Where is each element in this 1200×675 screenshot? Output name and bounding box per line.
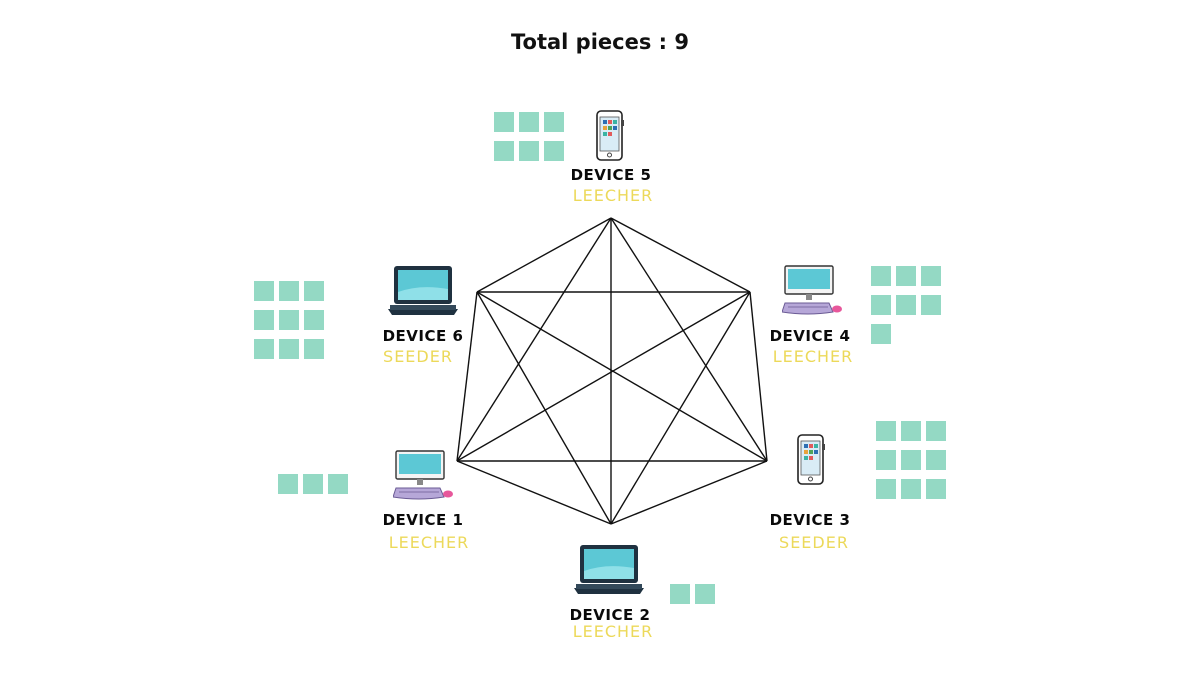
connection-line xyxy=(749,291,768,462)
piece-block xyxy=(921,295,941,315)
connection-line xyxy=(476,217,612,293)
piece-block xyxy=(926,421,946,441)
piece-block xyxy=(901,450,921,470)
device-1-name: DEVICE 1 xyxy=(382,511,464,529)
piece-block xyxy=(303,474,323,494)
piece-block xyxy=(896,266,916,286)
connection-line xyxy=(476,291,768,462)
piece-block xyxy=(494,112,514,132)
device-6-role: SEEDER xyxy=(383,347,453,366)
piece-block xyxy=(254,310,274,330)
connection-line xyxy=(610,217,768,462)
piece-block xyxy=(871,266,891,286)
connection-line xyxy=(456,291,478,462)
piece-block xyxy=(670,584,690,604)
desktop-icon xyxy=(392,450,455,505)
device-4-role: LEECHER xyxy=(772,347,854,366)
connection-line xyxy=(456,460,612,525)
connection-line xyxy=(476,291,612,525)
piece-block xyxy=(304,339,324,359)
piece-block xyxy=(901,479,921,499)
device-3-name: DEVICE 3 xyxy=(769,511,851,529)
piece-block xyxy=(876,450,896,470)
piece-block xyxy=(328,474,348,494)
piece-block xyxy=(304,281,324,301)
piece-block xyxy=(695,584,715,604)
piece-block xyxy=(901,421,921,441)
desktop-icon xyxy=(781,265,844,320)
connection-line xyxy=(456,291,751,462)
piece-block xyxy=(896,295,916,315)
device-3-role: SEEDER xyxy=(779,533,849,552)
piece-block xyxy=(871,295,891,315)
device-6-name: DEVICE 6 xyxy=(382,327,464,345)
phone-icon xyxy=(796,434,826,491)
connection-line xyxy=(610,217,751,293)
piece-block xyxy=(519,141,539,161)
connection-line xyxy=(610,291,751,525)
piece-block xyxy=(926,450,946,470)
piece-block xyxy=(278,474,298,494)
laptop-icon xyxy=(574,544,644,601)
device-5-role: LEECHER xyxy=(572,186,654,205)
piece-block xyxy=(876,421,896,441)
page-title: Total pieces : 9 xyxy=(511,30,689,54)
piece-block xyxy=(921,266,941,286)
device-2-name: DEVICE 2 xyxy=(569,606,651,624)
piece-block xyxy=(279,310,299,330)
piece-block xyxy=(304,310,324,330)
piece-block xyxy=(926,479,946,499)
piece-block xyxy=(254,339,274,359)
piece-block xyxy=(254,281,274,301)
piece-block xyxy=(279,339,299,359)
connection-line xyxy=(456,217,612,462)
phone-icon xyxy=(595,110,625,167)
piece-block xyxy=(494,141,514,161)
piece-block xyxy=(876,479,896,499)
connection-line xyxy=(610,460,768,525)
device-2-role: LEECHER xyxy=(572,622,654,641)
device-4-name: DEVICE 4 xyxy=(769,327,851,345)
piece-block xyxy=(871,324,891,344)
device-5-name: DEVICE 5 xyxy=(570,166,652,184)
piece-block xyxy=(544,112,564,132)
piece-block xyxy=(279,281,299,301)
piece-block xyxy=(544,141,564,161)
piece-block xyxy=(519,112,539,132)
device-1-role: LEECHER xyxy=(388,533,470,552)
laptop-icon xyxy=(388,265,458,322)
